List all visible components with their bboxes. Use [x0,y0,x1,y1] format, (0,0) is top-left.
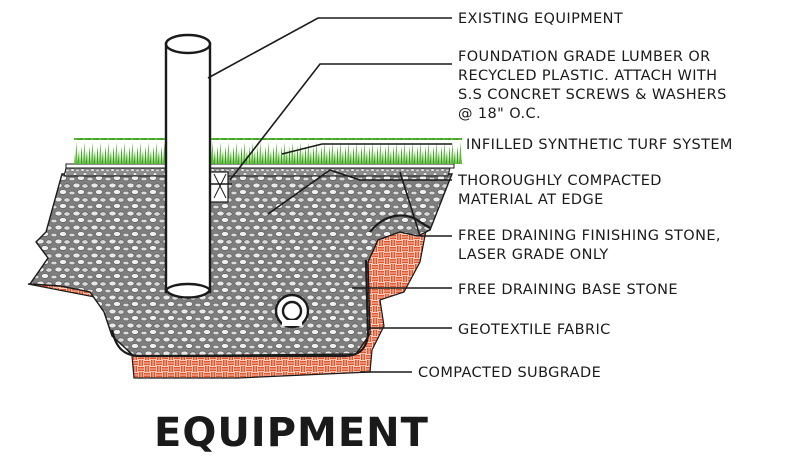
synthetic-turf-grass [74,138,462,164]
label-compacted-2: MATERIAL AT EDGE [458,192,604,208]
diagram-title: EQUIPMENT [154,410,429,456]
equipment-post [164,33,212,299]
label-existing-equipment: EXISTING EQUIPMENT [458,11,623,27]
label-lumber-3: S.S CONCRET SCREWS & WASHERS [458,87,727,103]
finishing-stone-layer [63,167,451,177]
label-turf-system: INFILLED SYNTHETIC TURF SYSTEM [466,137,733,153]
turf-backing [65,163,455,169]
label-lumber-2: RECYCLED PLASTIC. ATTACH WITH [458,68,717,84]
label-lumber-1: FOUNDATION GRADE LUMBER OR [458,49,711,65]
geotextile-fabric-line [110,214,431,358]
label-lumber-4: @ 18" O.C. [458,106,541,122]
label-finishing-2: LASER GRADE ONLY [458,247,609,263]
leader-finishing-stone [399,171,452,237]
label-compacted-1: THOROUGHLY COMPACTED [457,173,662,189]
label-subgrade: COMPACTED SUBGRADE [418,365,601,381]
leader-compacted [267,169,452,215]
label-geotextile: GEOTEXTILE FABRIC [458,322,611,338]
leader-lumber [229,63,452,181]
label-base-stone: FREE DRAINING BASE STONE [458,282,678,298]
leader-existing-equipment [207,17,452,79]
drain-pipe-icon [274,293,310,329]
label-finishing-1: FREE DRAINING FINISHING STONE, [458,228,721,244]
leader-turf-system [281,143,452,155]
